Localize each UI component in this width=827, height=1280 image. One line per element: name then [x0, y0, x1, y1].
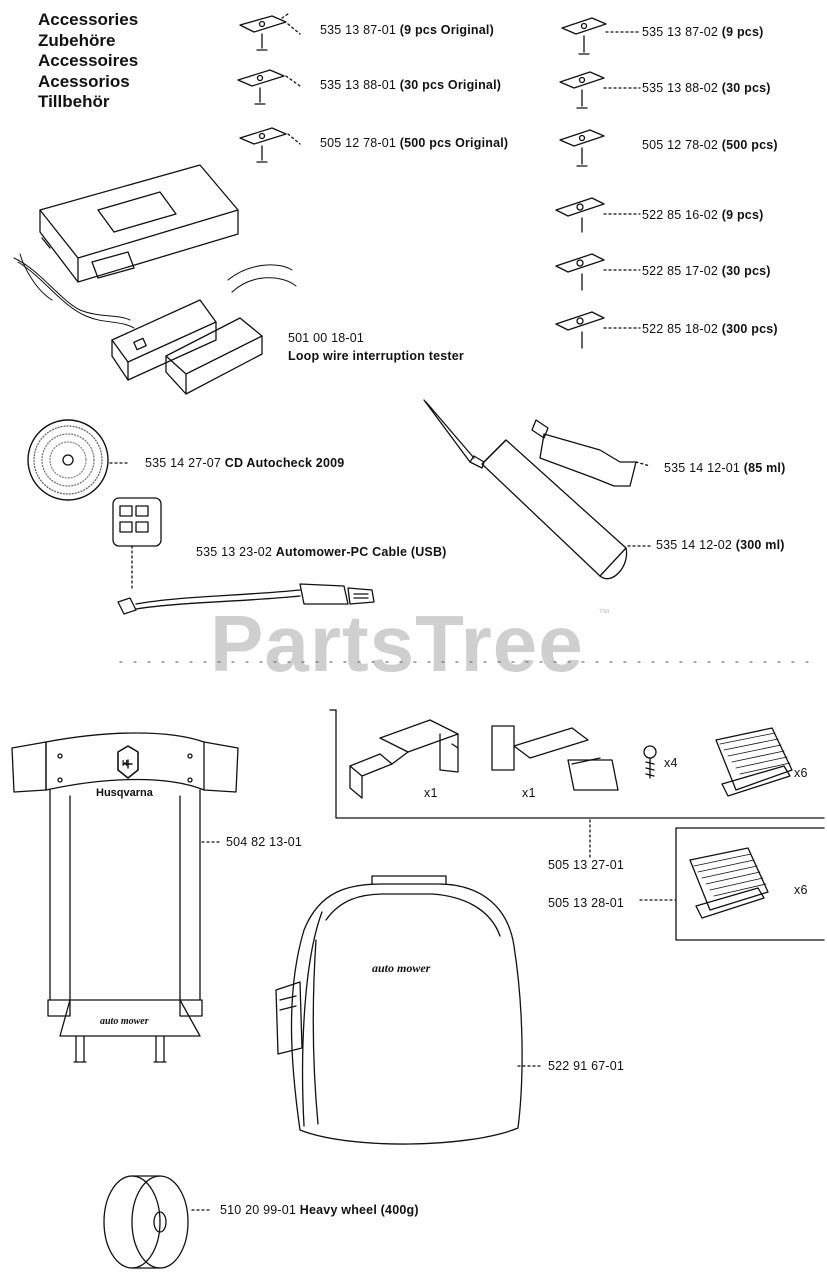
qty-bracket-right: x1: [522, 786, 536, 800]
sealant-cartridge-drawing: [424, 400, 627, 579]
blade-icon-522-85-18-02: [556, 312, 640, 348]
label-blade-9-original: 535 13 87-01 (9 pcs Original): [320, 23, 494, 37]
label-blade-30-original: 535 13 88-01 (30 pcs Original): [320, 78, 501, 92]
brush-drawing: [716, 728, 792, 796]
label-sealant-300: 535 14 12-02 (300 ml): [656, 538, 785, 552]
title-line-pt: Acessorios: [38, 71, 130, 91]
part-number-522-85-18-02: 522 85 18-02: [642, 322, 719, 336]
label-blade-alt-9: 522 85 16-02 (9 pcs): [642, 208, 763, 222]
part-number-522-85-16-02: 522 85 16-02: [642, 208, 719, 222]
part-number-510-20-99-01: 510 20 99-01: [220, 1203, 297, 1217]
blade-icon-505-12-78-01: [240, 128, 300, 162]
bracket-left-drawing: [350, 720, 458, 798]
part-number-535-14-12-02: 535 14 12-02: [656, 538, 733, 552]
qty-brushes-refill: x6: [794, 883, 808, 897]
blade-icon-535-13-87-01: [240, 14, 300, 50]
part-number-501-00-18-01: 501 00 18-01: [288, 331, 365, 345]
part-desc-522-85-16-02: (9 pcs): [721, 208, 764, 222]
label-blade-9: 535 13 87-02 (9 pcs): [642, 25, 763, 39]
husqvarna-logo-text: Husqvarna: [96, 787, 154, 799]
part-number-505-13-28-01: 505 13 28-01: [548, 896, 625, 910]
heavy-wheel-drawing: [104, 1176, 210, 1268]
part-desc-535-14-27-07: CD Autocheck 2009: [224, 456, 345, 470]
part-number-535-14-12-01: 535 14 12-01: [664, 461, 741, 475]
title-line-en: Accessories: [38, 10, 139, 29]
part-number-505-12-78-01: 505 12 78-01: [320, 136, 397, 150]
plate-print-text: auto mower: [100, 1016, 149, 1027]
loop-tester-device-left: [112, 300, 216, 380]
part-desc-535-14-12-01: (85 ml): [743, 461, 786, 475]
part-desc-522-85-17-02: (30 pcs): [721, 264, 771, 278]
part-desc-535-13-87-02: (9 pcs): [721, 25, 764, 39]
part-number-535-13-88-01: 535 13 88-01: [320, 78, 397, 92]
brush-refill-drawing: [690, 848, 768, 918]
part-number-504-82-13-01: 504 82 13-01: [226, 835, 303, 849]
part-number-535-13-88-02: 535 13 88-02: [642, 81, 719, 95]
loop-tester-case-drawing: [40, 165, 238, 282]
title-line-fr: Accessoires: [38, 51, 139, 70]
part-number-535-14-27-07: 535 14 27-07: [145, 456, 222, 470]
qty-bracket-left: x1: [424, 786, 438, 800]
qty-screws: x4: [664, 756, 678, 770]
brush-kit-box: [330, 710, 824, 818]
part-number-522-91-67-01: 522 91 67-01: [548, 1059, 625, 1073]
bracket-right-drawing: [492, 726, 618, 790]
label-loop-tester: 501 00 18-01 Loop wire interruption test…: [288, 329, 464, 365]
charging-plate-drawing: [12, 733, 238, 1062]
label-sealant-85: 535 14 12-01 (85 ml): [664, 461, 785, 475]
part-desc-535-13-23-02: Automower-PC Cable (USB): [275, 545, 447, 559]
part-desc-505-12-78-02: (500 pcs): [721, 138, 778, 152]
title-line-sv: Tillbehör: [38, 92, 110, 111]
part-desc-535-13-88-02: (30 pcs): [721, 81, 771, 95]
blade-icon-522-85-16-02: [556, 198, 640, 232]
part-number-522-85-17-02: 522 85 17-02: [642, 264, 719, 278]
part-desc-505-12-78-01: (500 pcs Original): [399, 136, 509, 150]
part-desc-510-20-99-01: Heavy wheel (400g): [299, 1203, 419, 1217]
part-number-535-13-87-01: 535 13 87-01: [320, 23, 397, 37]
label-pc-cable: 535 13 23-02 Automower-PC Cable (USB): [196, 545, 447, 559]
screw-drawing: [644, 746, 656, 778]
usb-cable-drawing: [113, 498, 374, 614]
watermark-trademark: ™: [598, 606, 610, 620]
blade-icon-522-85-17-02: [556, 254, 640, 290]
husqvarna-logo-mark: H: [122, 759, 128, 768]
part-number-505-12-78-02: 505 12 78-02: [642, 138, 719, 152]
loop-tester-device-right: [166, 318, 262, 394]
title-line-de: Zubehöre: [38, 30, 116, 50]
loop-tester-cable-drawing: [14, 254, 296, 328]
sealant-tube-drawing: [532, 420, 650, 546]
part-number-535-13-87-02: 535 13 87-02: [642, 25, 719, 39]
label-blade-500: 505 12 78-02 (500 pcs): [642, 138, 778, 152]
brush-refill-box: [676, 828, 824, 940]
carry-bag-drawing: [276, 876, 540, 1144]
qty-brushes: x6: [794, 766, 808, 780]
part-number-535-13-23-02: 535 13 23-02: [196, 545, 273, 559]
label-cd-autocheck: 535 14 27-07 CD Autocheck 2009: [145, 456, 344, 470]
label-blade-alt-300: 522 85 18-02 (300 pcs): [642, 322, 778, 336]
label-heavy-wheel: 510 20 99-01 Heavy wheel (400g): [220, 1203, 419, 1217]
blade-icon-535-13-88-02: [560, 72, 640, 108]
bag-print-text: auto mower: [372, 961, 431, 975]
cd-autocheck-disc: [28, 420, 130, 500]
blade-icon-535-13-88-01: [238, 70, 300, 104]
part-desc-522-85-18-02: (300 pcs): [721, 322, 778, 336]
blade-icon-505-12-78-02: [560, 130, 604, 166]
part-desc-535-13-88-01: (30 pcs Original): [399, 78, 502, 92]
label-blade-alt-30: 522 85 17-02 (30 pcs): [642, 264, 771, 278]
part-desc-535-13-87-01: (9 pcs Original): [399, 23, 494, 37]
watermark-text: PartsTree: [210, 599, 584, 688]
label-blade-30: 535 13 88-02 (30 pcs): [642, 81, 771, 95]
part-desc-535-14-12-02: (300 ml): [735, 538, 785, 552]
title-block: Accessories Zubehöre Accessoires Acessor…: [38, 10, 138, 113]
part-number-505-13-27-01: 505 13 27-01: [548, 858, 625, 872]
label-blade-500-original: 505 12 78-01 (500 pcs Original): [320, 136, 508, 150]
part-desc-501-00-18-01: Loop wire interruption tester: [288, 349, 464, 363]
blade-icon-535-13-87-02: [562, 18, 640, 54]
